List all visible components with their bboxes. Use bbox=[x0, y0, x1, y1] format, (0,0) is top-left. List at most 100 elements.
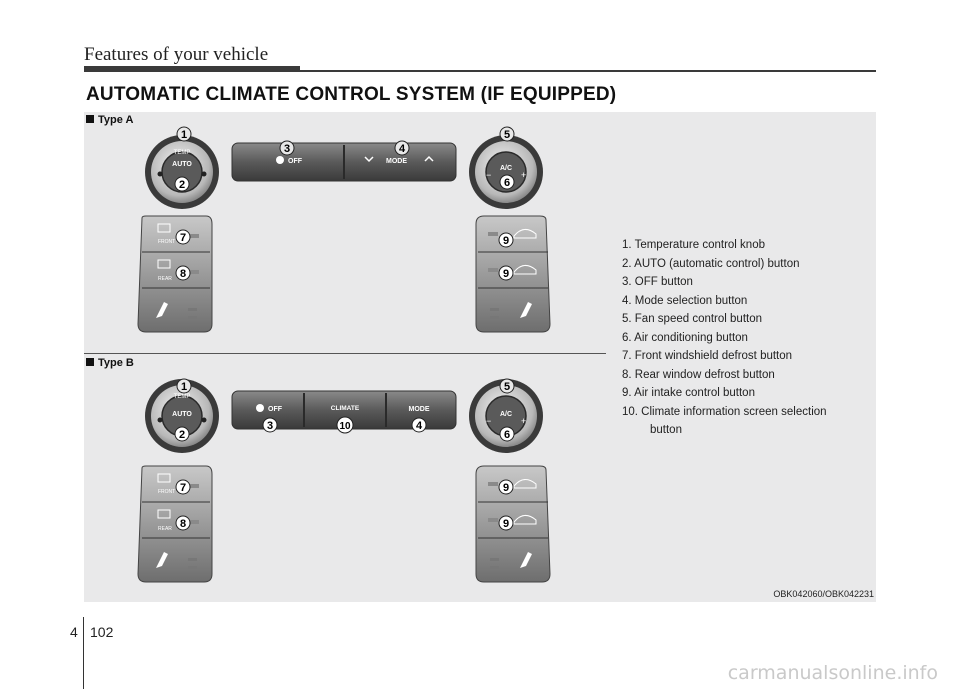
callout-5: 5 bbox=[504, 129, 510, 141]
ac-label: A/C bbox=[500, 165, 512, 172]
callout-7: 7 bbox=[180, 482, 186, 494]
mode-label: MODE bbox=[386, 158, 407, 165]
air-intake-button-recirc-b[interactable] bbox=[488, 479, 537, 489]
auto-label: AUTO bbox=[172, 161, 192, 168]
rear-label: REAR bbox=[158, 276, 172, 282]
type-b-label-text: Type B bbox=[98, 357, 134, 369]
legend-item: 2. AUTO (automatic control) button bbox=[622, 257, 800, 270]
seat-heater-button-right-b[interactable] bbox=[490, 552, 532, 569]
legend-item-continuation: button bbox=[650, 424, 682, 436]
fan-speed-knob-a[interactable]: A/C − + bbox=[469, 135, 543, 209]
callout-4: 4 bbox=[399, 143, 406, 155]
callout-10: 10 bbox=[339, 421, 351, 432]
callout-2: 2 bbox=[179, 179, 185, 191]
legend-item: 8. Rear window defrost button bbox=[622, 368, 775, 381]
center-button-bar-a: OFF MODE bbox=[231, 142, 457, 182]
fan-icon bbox=[276, 156, 284, 164]
callout-6: 6 bbox=[504, 429, 510, 441]
callout-3: 3 bbox=[284, 143, 290, 155]
footer-rule bbox=[83, 617, 84, 689]
plus-label: + bbox=[521, 416, 526, 426]
front-defrost-button-b[interactable]: FRONT bbox=[157, 473, 199, 495]
ac-label: A/C bbox=[500, 411, 512, 418]
section-title: AUTOMATIC CLIMATE CONTROL SYSTEM (IF EQU… bbox=[86, 84, 617, 105]
climate-label: CLIMATE bbox=[331, 405, 360, 412]
rear-defrost-button-a[interactable]: REAR bbox=[157, 259, 199, 282]
type-divider bbox=[84, 353, 606, 354]
auto-label: AUTO bbox=[172, 411, 192, 418]
type-a-diagram: TEMP AUTO A/C − + OFF MODE FRONT bbox=[137, 126, 551, 333]
off-button-a[interactable]: OFF bbox=[276, 156, 303, 165]
legend-item: 5. Fan speed control button bbox=[622, 313, 763, 325]
off-button-b[interactable]: OFF bbox=[256, 404, 283, 413]
car-fresh-icon bbox=[513, 265, 537, 275]
header-rule-thick bbox=[84, 66, 300, 72]
callout-9b: 9 bbox=[503, 268, 509, 280]
callout-9a: 9 bbox=[503, 482, 509, 494]
rear-defrost-button-b[interactable]: REAR bbox=[157, 509, 199, 532]
minus-label: − bbox=[486, 170, 491, 180]
square-bullet-icon bbox=[86, 115, 94, 123]
air-intake-button-fresh-b[interactable] bbox=[488, 515, 537, 525]
callout-5: 5 bbox=[504, 381, 510, 393]
type-a-label-text: Type A bbox=[98, 114, 134, 126]
callout-1: 1 bbox=[181, 381, 187, 393]
callout-legend: 1. Temperature control knob 2. AUTO (aut… bbox=[622, 236, 827, 440]
callout-9a: 9 bbox=[503, 235, 509, 247]
car-recirc-icon bbox=[513, 229, 537, 239]
legend-item: 3. OFF button bbox=[622, 276, 693, 288]
front-defrost-button-a[interactable]: FRONT bbox=[157, 223, 199, 245]
center-button-bar-b: OFF CLIMATE MODE bbox=[231, 390, 457, 430]
legend-item: 10. Climate information screen selection bbox=[622, 405, 827, 418]
running-header: Features of your vehicle bbox=[84, 44, 269, 65]
mode-label: MODE bbox=[409, 406, 430, 413]
air-intake-button-fresh-a[interactable] bbox=[488, 265, 537, 275]
car-fresh-icon bbox=[513, 515, 537, 525]
page-number: 102 bbox=[90, 624, 114, 640]
fan-speed-knob-b[interactable]: A/C − + bbox=[469, 379, 543, 453]
mode-button-a[interactable]: MODE bbox=[364, 155, 434, 165]
seat-heater-button-left-b[interactable] bbox=[156, 552, 197, 569]
watermark: carmanualsonline.info bbox=[727, 662, 938, 684]
type-a-label: Type A bbox=[86, 114, 133, 126]
legend-item: 1. Temperature control knob bbox=[622, 239, 765, 251]
legend-item: 6. Air conditioning button bbox=[622, 331, 748, 344]
callout-7: 7 bbox=[180, 232, 186, 244]
callout-8: 8 bbox=[180, 268, 186, 280]
callout-9b: 9 bbox=[503, 518, 509, 530]
callout-2: 2 bbox=[179, 429, 185, 441]
fan-icon bbox=[256, 404, 264, 412]
temp-arc-label: TEMP bbox=[174, 150, 191, 156]
callout-4: 4 bbox=[416, 420, 423, 432]
climate-button-b[interactable]: CLIMATE bbox=[331, 405, 360, 412]
rear-label: REAR bbox=[158, 526, 172, 532]
temperature-knob-b[interactable]: TEMP AUTO bbox=[145, 379, 219, 453]
callout-8: 8 bbox=[180, 518, 186, 530]
off-label: OFF bbox=[268, 406, 283, 413]
off-label: OFF bbox=[288, 158, 303, 165]
legend-item: 7. Front windshield defrost button bbox=[622, 350, 793, 362]
air-intake-button-recirc-a[interactable] bbox=[488, 229, 537, 239]
minus-label: − bbox=[486, 416, 491, 426]
legend-item: 4. Mode selection button bbox=[622, 294, 748, 307]
temp-arc-label: TEMP bbox=[174, 394, 191, 400]
header-rule-thin bbox=[300, 70, 876, 72]
chevron-up-icon bbox=[424, 155, 434, 162]
front-label: FRONT bbox=[158, 239, 175, 245]
front-label: FRONT bbox=[158, 489, 175, 495]
figure-code: OBK042060/OBK042231 bbox=[773, 589, 874, 599]
mode-button-b[interactable]: MODE bbox=[409, 406, 430, 413]
callouts-b: 1 2 3 10 4 5 6 7 8 9 9 bbox=[174, 378, 515, 531]
legend-item: 9. Air intake control button bbox=[622, 387, 755, 399]
callout-3: 3 bbox=[267, 420, 273, 432]
seat-icon bbox=[156, 302, 168, 318]
seat-heater-button-left-a[interactable] bbox=[156, 302, 197, 319]
left-switch-panel-a: FRONT REAR bbox=[137, 215, 213, 333]
seat-icon bbox=[520, 302, 532, 318]
callout-1: 1 bbox=[181, 129, 187, 141]
seat-heater-button-right-a[interactable] bbox=[490, 302, 532, 319]
type-b-label: Type B bbox=[86, 357, 134, 369]
callouts-a: 1 2 3 4 5 6 7 8 9 9 bbox=[174, 126, 515, 281]
left-switch-panel-b: FRONT REAR bbox=[137, 465, 213, 583]
temperature-knob-a[interactable]: TEMP AUTO bbox=[145, 135, 219, 209]
